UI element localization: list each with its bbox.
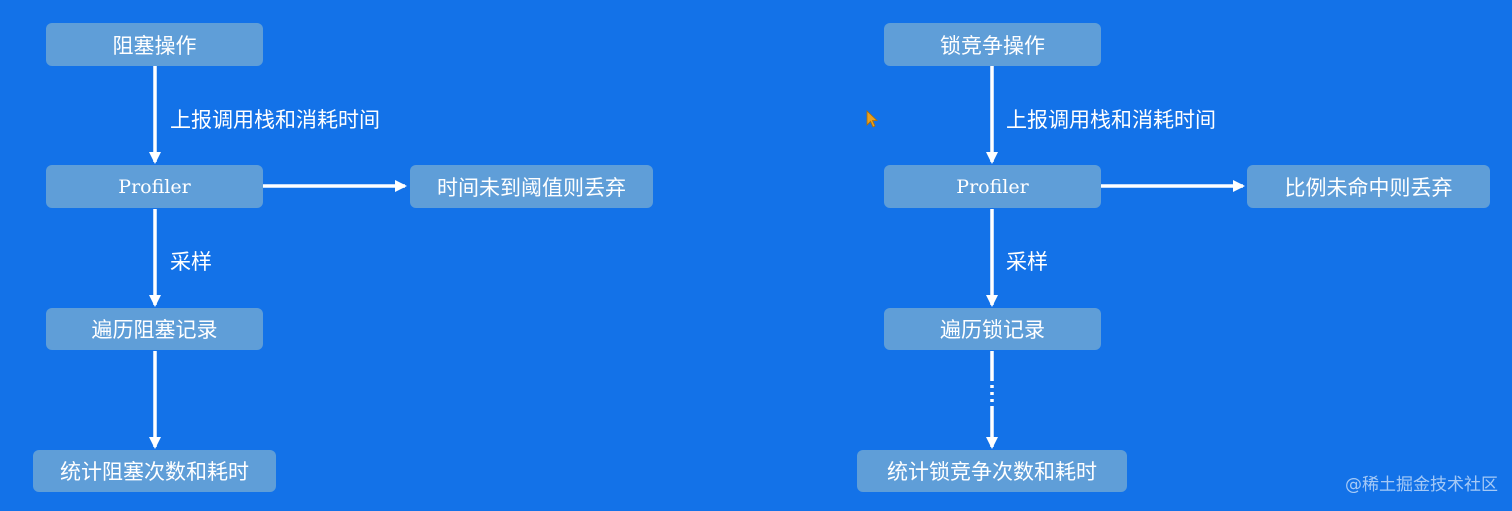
left-blocking-operation-node: 阻塞操作 (46, 23, 263, 66)
left-profiler-label: Profiler (118, 175, 191, 198)
left-discard-label: 时间未到阈值则丢弃 (437, 175, 626, 200)
left-report-edge-label: 上报调用栈和消耗时间 (170, 108, 380, 132)
right-result-label: 统计锁竞争次数和耗时 (887, 460, 1097, 484)
left-blocking-operation-label: 阻塞操作 (112, 33, 197, 58)
right-sample-edge-label: 采样 (1006, 250, 1048, 274)
right-profiler-label: Profiler (956, 175, 1029, 198)
left-traverse-node: 遍历阻塞记录 (46, 308, 263, 350)
right-traverse-node: 遍历锁记录 (884, 308, 1101, 350)
left-result-label: 统计阻塞次数和耗时 (60, 460, 249, 484)
left-result-node: 统计阻塞次数和耗时 (33, 450, 276, 492)
left-sample-edge-label: 采样 (170, 250, 212, 274)
right-lock-contention-node: 锁竞争操作 (884, 23, 1101, 66)
mouse-pointer-icon (866, 110, 879, 128)
right-profiler-node: Profiler (884, 165, 1101, 208)
left-discard-node: 时间未到阈值则丢弃 (410, 165, 653, 208)
right-traverse-label: 遍历锁记录 (940, 318, 1045, 342)
right-discard-label: 比例未命中则丢弃 (1284, 175, 1453, 200)
watermark-text: @稀土掘金技术社区 (1345, 475, 1498, 495)
right-lock-contention-label: 锁竞争操作 (940, 33, 1045, 58)
right-result-node: 统计锁竞争次数和耗时 (857, 450, 1127, 492)
right-report-edge-label: 上报调用栈和消耗时间 (1006, 108, 1216, 132)
right-discard-node: 比例未命中则丢弃 (1247, 165, 1490, 208)
left-profiler-node: Profiler (46, 165, 263, 208)
left-traverse-label: 遍历阻塞记录 (91, 318, 218, 342)
